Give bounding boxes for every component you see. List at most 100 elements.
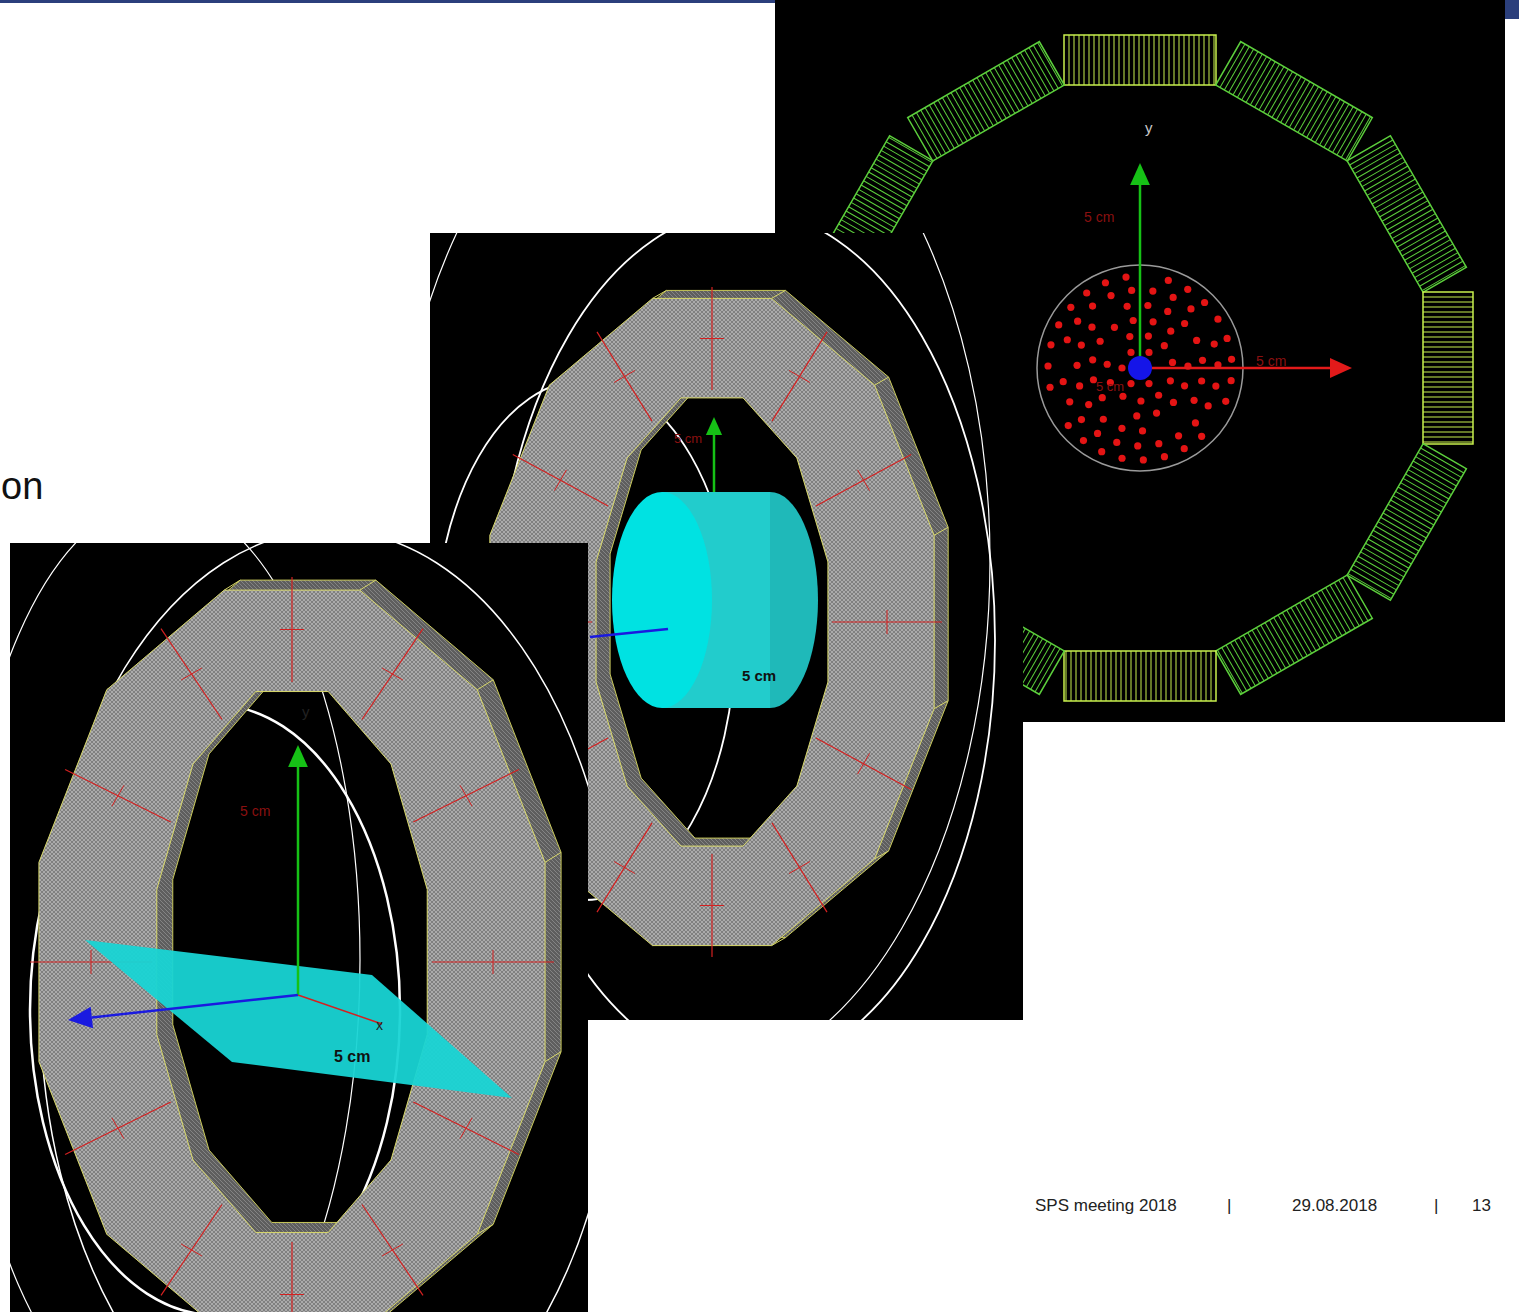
- fiber-dot: [1134, 442, 1141, 449]
- module-edge: [477, 680, 493, 690]
- crystal-line: [1199, 35, 1200, 85]
- crystal-line: [1423, 347, 1473, 348]
- fiber-dot: [1118, 425, 1125, 432]
- fiber-dot: [1133, 412, 1140, 419]
- crystal-line: [1423, 387, 1473, 388]
- detector-module: [1216, 575, 1373, 694]
- crystal-line: [112, 1118, 124, 1139]
- fiber-dot: [1224, 335, 1231, 342]
- z-axis-dot: [1128, 356, 1152, 380]
- crystal-line: [1189, 35, 1190, 85]
- crystal-line: [1086, 651, 1087, 701]
- crystal-line: [1423, 437, 1473, 438]
- fiber-dot: [1192, 419, 1199, 426]
- fiber-dot: [1214, 316, 1221, 323]
- crystal-line: [1353, 565, 1396, 590]
- fiber-dot: [1161, 453, 1168, 460]
- module-boundary: [413, 1102, 519, 1155]
- crystal-line: [1423, 312, 1473, 313]
- crystal-line: [554, 470, 566, 491]
- fiber-dot: [1067, 304, 1074, 311]
- fiber-dot: [1153, 409, 1160, 416]
- crystal-line: [1423, 392, 1473, 393]
- crystal-line: [1423, 357, 1473, 358]
- fiber-dot: [1170, 399, 1177, 406]
- fiber-dot: [1201, 299, 1208, 306]
- footer-date: 29.08.2018: [1292, 1197, 1377, 1216]
- crystal-line: [91, 950, 92, 974]
- crystal-line: [1091, 651, 1092, 701]
- crystal-line: [1101, 651, 1102, 701]
- crystal-line: [1423, 407, 1473, 408]
- slide-text: on: [1, 466, 43, 508]
- fiber-dot: [1164, 308, 1171, 315]
- crystal-line: [1116, 651, 1117, 701]
- crystal-line: [1038, 43, 1063, 86]
- module-edge: [875, 377, 889, 385]
- crystal-line: [887, 610, 888, 634]
- crystal-line: [1179, 35, 1180, 85]
- module-boundary: [413, 770, 519, 823]
- crystal-line: [1222, 648, 1247, 691]
- crystal-line: [1146, 651, 1147, 701]
- axis-arrowhead: [1130, 163, 1150, 185]
- crystal-line: [858, 753, 870, 774]
- module-edge: [934, 701, 948, 709]
- crystal-line: [1423, 402, 1473, 403]
- crystal-line: [1141, 651, 1142, 701]
- crystal-line: [1124, 35, 1125, 85]
- fiber-dot: [1060, 378, 1067, 385]
- module-boundary: [291, 1242, 292, 1312]
- crystal-line: [1422, 266, 1465, 291]
- crystal-line: [1211, 651, 1212, 701]
- crystal-line: [1164, 35, 1165, 85]
- fiber-dot: [1165, 277, 1172, 284]
- crystal-line: [1423, 322, 1473, 323]
- crystal-line: [1196, 651, 1197, 701]
- axis-line: [297, 767, 300, 995]
- crystal-line: [1096, 651, 1097, 701]
- axis-line: [1139, 185, 1142, 368]
- footer-text: SPS meeting 2018: [1035, 1197, 1177, 1216]
- crystal-line: [1111, 651, 1112, 701]
- fiber-dot: [1167, 328, 1174, 335]
- crystal-line: [1184, 35, 1185, 85]
- detector-module: [1216, 42, 1373, 161]
- footer-separator: |: [1227, 1197, 1231, 1216]
- crystal-line: [1423, 372, 1473, 373]
- module-boundary: [772, 823, 827, 912]
- fiber-dot: [1149, 318, 1156, 325]
- fiber-dot: [1155, 392, 1162, 399]
- detector-module: [1064, 35, 1216, 85]
- fiber-dot: [1124, 303, 1131, 310]
- module-boundary: [362, 629, 423, 720]
- module-boundary: [513, 455, 608, 507]
- crystal-line: [1074, 35, 1075, 85]
- detector-module: [1064, 651, 1216, 701]
- fiber-dot: [1044, 362, 1051, 369]
- fiber-dot: [1169, 359, 1176, 366]
- crystal-line: [1166, 651, 1167, 701]
- scale-label: 5 cm: [674, 432, 702, 446]
- crystal-line: [614, 370, 635, 382]
- crystal-line: [1423, 397, 1473, 398]
- crystal-line: [460, 1118, 472, 1139]
- fiber-dot: [1076, 382, 1083, 389]
- crystal-line: [1214, 35, 1215, 85]
- crystal-line: [1161, 651, 1162, 701]
- module-boundary: [65, 1102, 171, 1155]
- fiber-dot: [1222, 398, 1229, 405]
- fiber-dot: [1078, 416, 1085, 423]
- crystal-line: [1174, 35, 1175, 85]
- module-edge: [652, 290, 666, 298]
- crystal-line: [1423, 302, 1473, 303]
- fiber-dot: [1064, 336, 1071, 343]
- fiber-dot: [1139, 427, 1146, 434]
- crystal-line: [789, 370, 810, 382]
- fiber-dot: [1198, 433, 1205, 440]
- crystal-line: [1423, 442, 1473, 443]
- fiber-dot: [1127, 349, 1134, 356]
- crystal-line: [1209, 35, 1210, 85]
- crystal-line: [493, 950, 494, 974]
- crystal-line: [1206, 651, 1207, 701]
